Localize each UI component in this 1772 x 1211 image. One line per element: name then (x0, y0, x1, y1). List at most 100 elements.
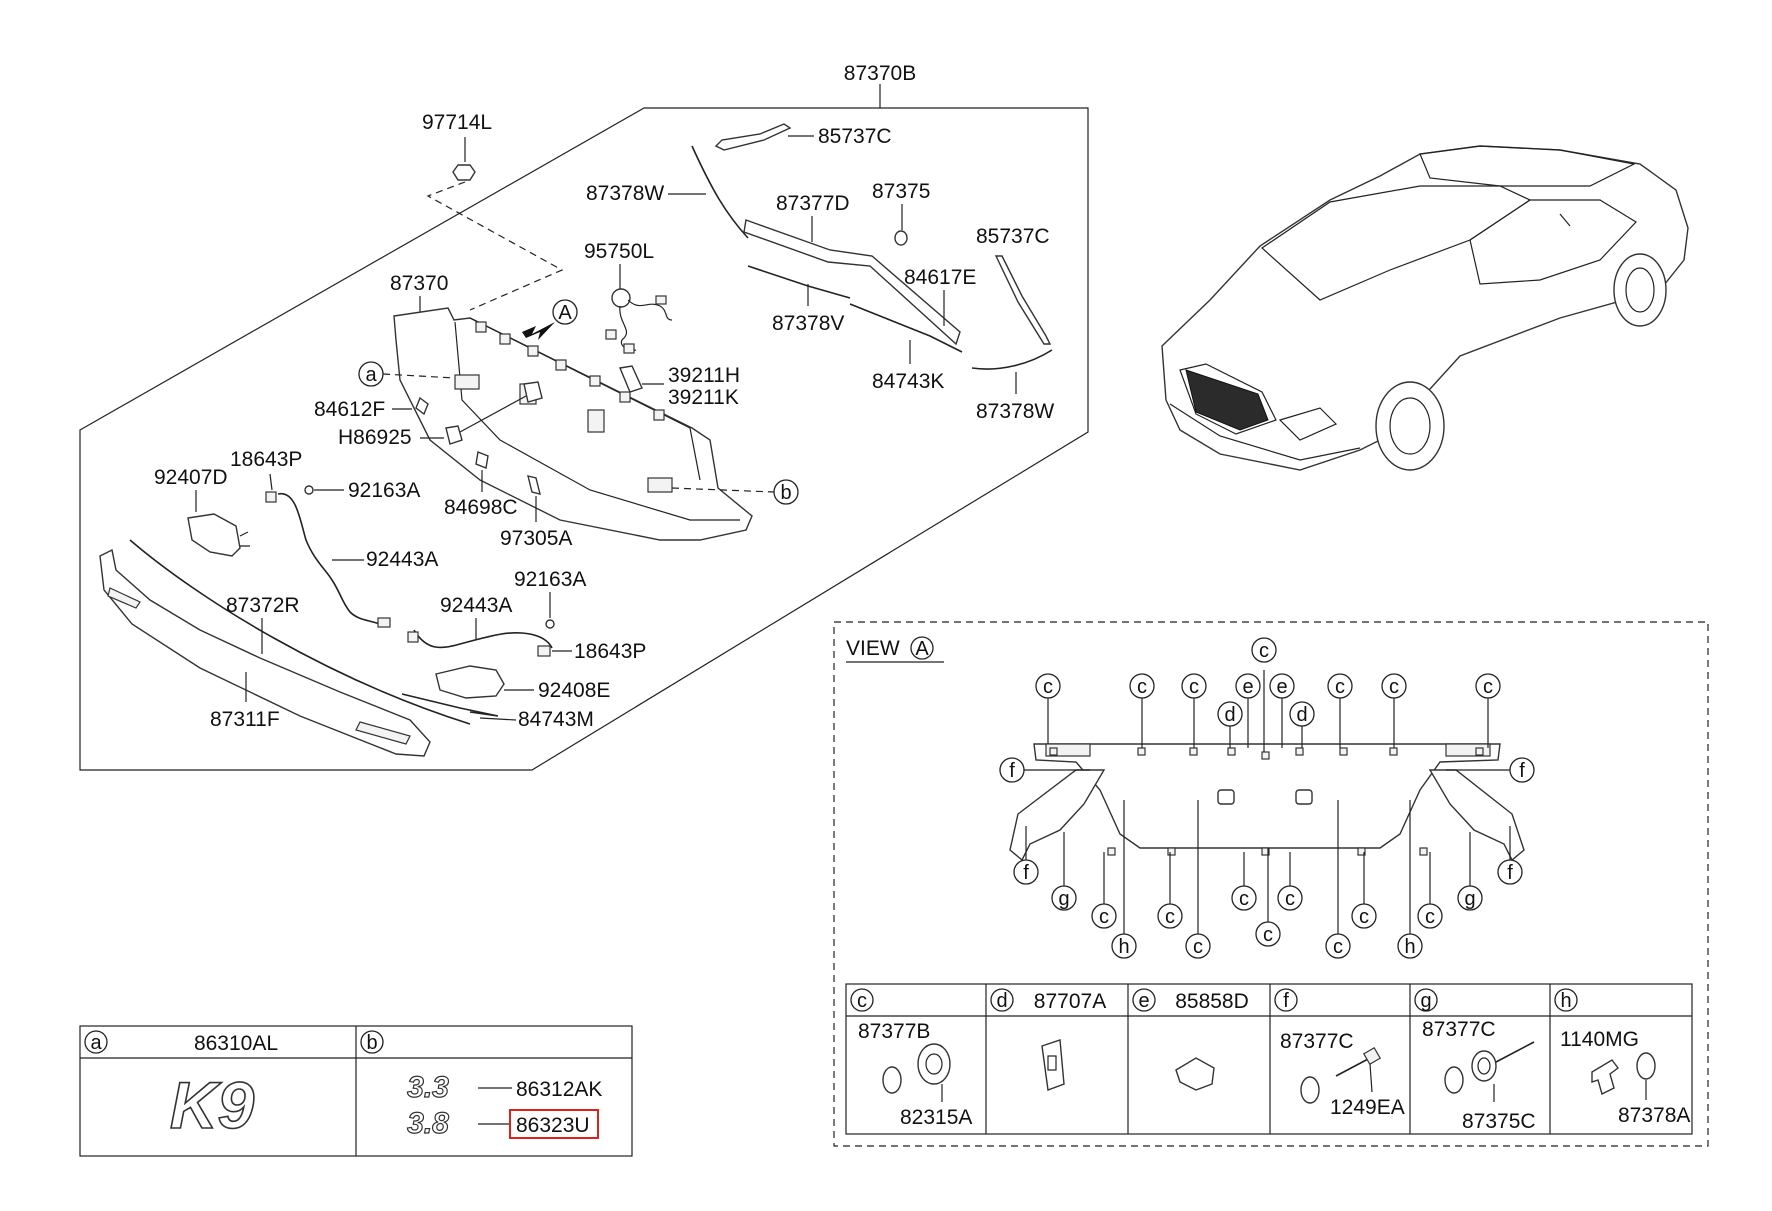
view-a-frame (833, 621, 1709, 1147)
label-92443A-top: 92443A (366, 548, 438, 571)
lamp-92407D (187, 513, 241, 557)
label-H86925: H86925 (338, 426, 412, 449)
svg-text:A: A (558, 302, 572, 324)
badge-3-8-part: 86323U (516, 1114, 590, 1137)
harness-92443A-mid (413, 629, 553, 649)
screw-icon (1335, 1057, 1371, 1077)
strip-85737C-top (714, 123, 792, 151)
label-84743M: 84743M (518, 708, 594, 731)
car-garnish-highlight (1185, 369, 1269, 431)
emblem-pad-a (454, 374, 480, 390)
legend-d-letter: d (996, 990, 1007, 1012)
label-92443A-mid: 92443A (440, 594, 512, 617)
washer-icon (1444, 1066, 1464, 1094)
legend-f-letter: f (1283, 990, 1289, 1012)
view-a-left-end (1009, 769, 1106, 862)
strip-87378W-top (691, 145, 749, 239)
view-a-panel: VIEW A c (833, 621, 1709, 1147)
svg-text:c: c (1043, 676, 1053, 698)
label-18643P-mid: 18643P (574, 640, 646, 663)
fastener-legend: c d 87707A e 85858D f g h 87377B 82315A … (845, 983, 1693, 1135)
view-a-clips (1049, 747, 1484, 856)
label-87370B: 87370B (844, 62, 916, 85)
svg-text:c: c (1165, 906, 1175, 928)
legend-h-part2: 87378A (1618, 1104, 1690, 1127)
car-front-wheel (1613, 253, 1667, 327)
svg-text:c: c (1263, 924, 1273, 946)
label-87377D: 87377D (776, 192, 850, 215)
view-a-title-circle (910, 636, 934, 660)
svg-text:b: b (780, 482, 791, 504)
car-trunk-lid (1179, 363, 1277, 435)
strip-87378W-bottom (971, 349, 1053, 370)
car-tail-lamp (1278, 407, 1338, 441)
svg-text:g: g (1058, 888, 1069, 910)
moulding-87377D (743, 219, 961, 346)
label-39211K: 39211K (668, 386, 739, 409)
assembly-frame (79, 107, 1089, 771)
clip-87375C-icon (1471, 1050, 1497, 1082)
label-87378W-bottom: 87378W (976, 400, 1054, 423)
pad-84698C (475, 451, 489, 469)
bulb-92163A-top (304, 485, 314, 495)
label-92407D: 92407D (154, 466, 228, 489)
label-84743K: 84743K (872, 370, 944, 393)
pad-97305A (527, 475, 541, 495)
svg-text:c: c (1335, 676, 1345, 698)
strip-87372R (129, 539, 471, 725)
emblem-a-part: 86310AL (194, 1032, 278, 1055)
view-a-hole-left (1217, 789, 1235, 805)
svg-text:f: f (1507, 862, 1513, 884)
label-97305A: 97305A (500, 527, 572, 550)
view-a-arrow-icon (522, 322, 555, 340)
label-87378W-top: 87378W (586, 182, 664, 205)
legend-h-letter: h (1560, 990, 1571, 1012)
label-84698C: 84698C (444, 496, 518, 519)
clip-85858D-icon (1175, 1057, 1215, 1091)
svg-text:c: c (1239, 888, 1249, 910)
car-rear-wheel (1375, 381, 1445, 471)
svg-text:d: d (1296, 704, 1307, 726)
svg-text:c: c (1189, 676, 1199, 698)
svg-text:h: h (1118, 936, 1129, 958)
svg-text:c: c (1099, 906, 1109, 928)
label-95750L: 95750L (584, 240, 654, 263)
panel-top-clips (475, 321, 665, 421)
label-85737C-right: 85737C (976, 225, 1050, 248)
sensor-39211 (619, 365, 643, 393)
clip-87707A-icon (1041, 1039, 1065, 1091)
label-39211H: 39211H (668, 364, 740, 387)
emblem-table: a 86310AL b K9 3.3 86312AK 3.8 86323U (79, 1025, 633, 1157)
moulding-87311F (99, 548, 431, 757)
view-a-title: VIEW (846, 637, 900, 660)
strip-87378V (747, 265, 851, 299)
lamp-92408E (435, 665, 505, 699)
legend-c-letter: c (857, 990, 867, 1012)
label-87378V: 87378V (772, 312, 844, 335)
svg-text:A: A (915, 638, 929, 660)
svg-text:f: f (1023, 862, 1029, 884)
label-92163A-mid: 92163A (514, 568, 586, 591)
svg-text:c: c (1333, 936, 1343, 958)
label-87375: 87375 (872, 180, 930, 203)
svg-text:a: a (365, 364, 377, 386)
label-87372R: 87372R (226, 594, 300, 617)
view-a-hole-right (1295, 789, 1313, 805)
emblem-a-letter: a (90, 1032, 102, 1054)
badge-3-8: 3.8 (407, 1107, 449, 1140)
svg-text:f: f (1009, 760, 1015, 782)
svg-text:c: c (1389, 676, 1399, 698)
washer-icon (1300, 1076, 1320, 1104)
tape-84612F (415, 396, 429, 416)
legend-e-letter: e (1138, 990, 1149, 1012)
camera-95750L (605, 288, 673, 354)
socket-18643P-top (265, 491, 277, 503)
legend-d-part: 87707A (1034, 990, 1106, 1013)
grommet-icon (917, 1043, 951, 1085)
label-85737C-top: 85737C (818, 125, 892, 148)
svg-text:c: c (1425, 906, 1435, 928)
harness-92443A-top (277, 493, 381, 625)
strip-85737C-right (994, 255, 1052, 345)
badge-3-3-part: 86312AK (516, 1078, 602, 1101)
socket-18643P-mid (537, 645, 551, 657)
